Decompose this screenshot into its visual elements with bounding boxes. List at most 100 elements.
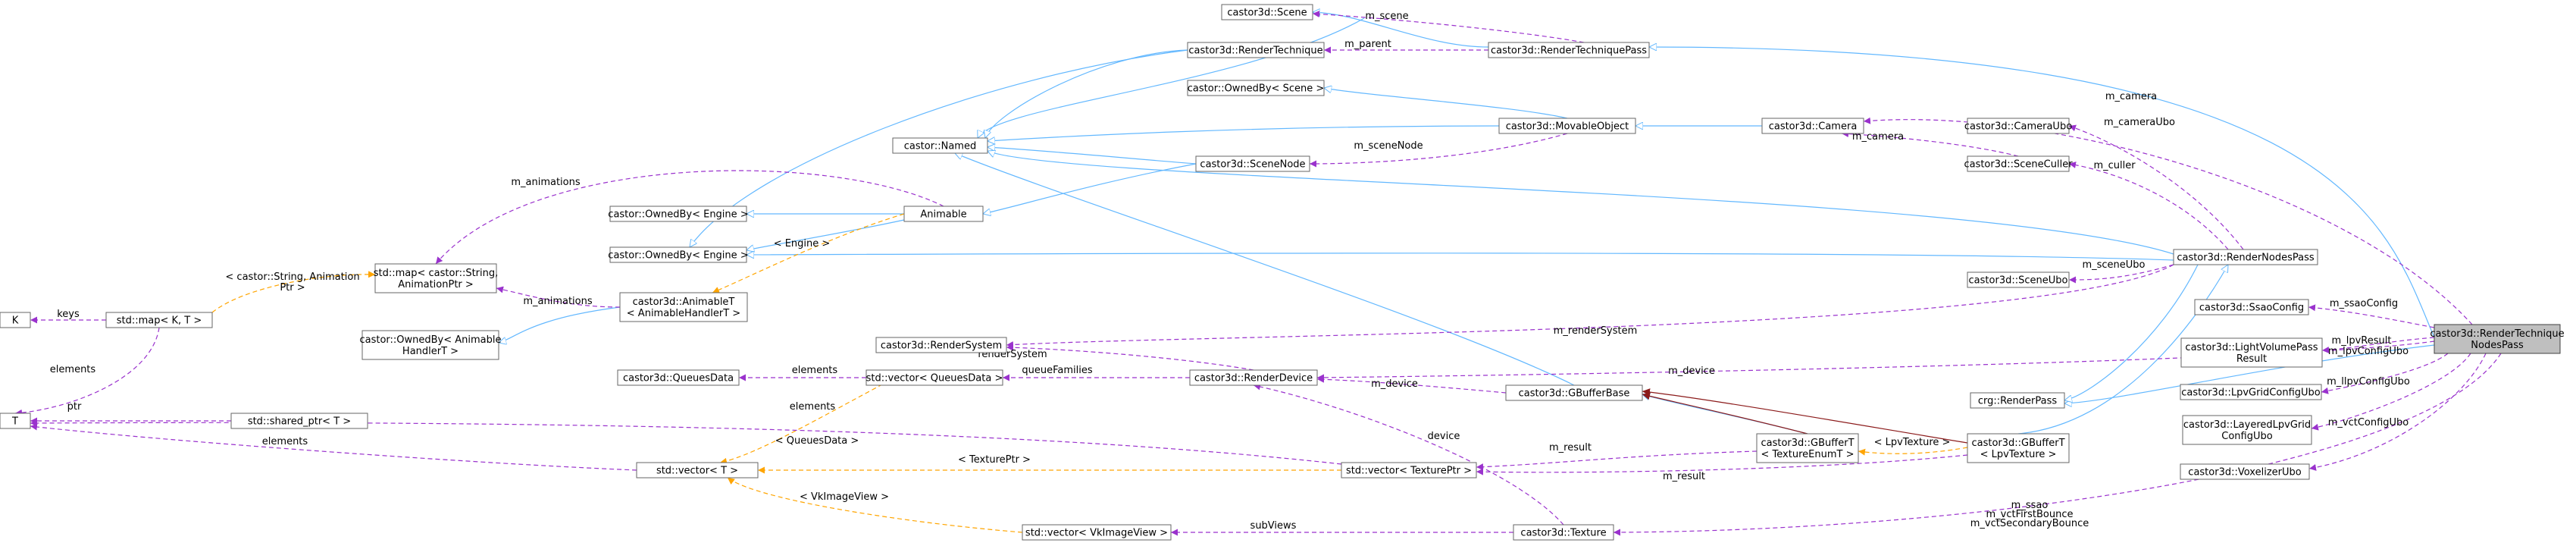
class-node-label: castor::OwnedBy< Scene >	[1188, 83, 1324, 95]
edge-label: keys	[57, 309, 80, 320]
class-node-T[interactable]: T	[0, 413, 31, 429]
inherit-edge-2	[978, 17, 1365, 138]
inherit-edge-7	[1324, 88, 1568, 119]
edge-label: queueFamilies	[1022, 365, 1092, 376]
private-edge-21	[1642, 388, 1968, 444]
class-node-cameraubo[interactable]: castor3d::CameraUbo	[1964, 118, 2072, 134]
class-node-gbuffert_lpv[interactable]: castor3d::GBufferT< LpvTexture >	[1967, 433, 2070, 463]
class-node-label: castor3d::RenderNodesPass	[2177, 253, 2315, 264]
class-node-box	[619, 292, 748, 322]
edge-label: m_sceneNode	[1354, 140, 1423, 152]
edge-label: m_result	[1663, 471, 1705, 482]
usage-edge-48	[1316, 340, 2435, 381]
edge-label: m_llpvConfigUbo	[2327, 376, 2410, 388]
class-node-label: castor::OwnedBy< Engine >	[608, 250, 748, 262]
class-node-box	[1221, 4, 1313, 20]
usage-edge-41	[2308, 304, 2435, 328]
usage-edge-54	[30, 423, 637, 471]
class-node-texture[interactable]: castor3d::Texture	[1513, 524, 1614, 541]
usage-edge-31	[2068, 124, 2244, 250]
usage-edge-58	[1613, 353, 2502, 536]
edge-label: m_renderSystem	[1554, 325, 1638, 337]
class-node-scene[interactable]: castor3d::Scene	[1221, 4, 1313, 20]
usage-edge-35	[435, 170, 944, 265]
class-node-box	[1967, 118, 2070, 134]
class-node-ownedengine2[interactable]: castor::OwnedBy< Engine >	[608, 246, 749, 263]
class-node-scenenode[interactable]: castor3d::SceneNode	[1195, 155, 1310, 172]
class-node-animablet[interactable]: castor3d::AnimableT< AnimableHandlerT >	[619, 292, 748, 322]
edge-label: m_ssaoConfig	[2330, 298, 2398, 309]
class-node-voxelizer[interactable]: castor3d::VoxelizerUbo	[2180, 463, 2310, 480]
class-node-label: < LpvTexture >	[1980, 449, 2057, 460]
inherit-edge-18	[955, 153, 1575, 386]
class-node-vect[interactable]: std::vector< T >	[636, 462, 759, 479]
class-node-vecqd[interactable]: std::vector< QueuesData >	[865, 369, 1003, 386]
class-node-label: castor3d::SceneCuller	[1964, 159, 2073, 171]
inherit-edge-16	[2064, 264, 2199, 400]
class-node-sceneubo[interactable]: castor3d::SceneUbo	[1967, 271, 2070, 288]
class-node-label: NodesPass	[2471, 340, 2524, 351]
class-node-gbuffert_tex[interactable]: castor3d::GBufferT< TextureEnumT >	[1756, 433, 1859, 463]
class-node-vectexptr[interactable]: std::vector< TexturePtr >	[1341, 462, 1477, 479]
class-node-box	[1967, 433, 2070, 463]
class-node-label: std::vector< TexturePtr >	[1346, 466, 1472, 477]
edge-label: elements	[792, 365, 838, 376]
class-node-stdmap_kt[interactable]: std::map< K, T >	[105, 312, 213, 328]
class-node-rendersystem[interactable]: castor3d::RenderSystem	[875, 337, 1007, 353]
edge-label: m_vctSecondaryBounce	[1970, 518, 2089, 529]
class-node-ownedanimhandler[interactable]: castor::OwnedBy< AnimableHandlerT >	[359, 330, 502, 360]
class-node-box	[892, 137, 988, 154]
class-node-box	[903, 206, 984, 222]
class-node-box	[1187, 42, 1325, 58]
class-node-vecvkimg[interactable]: std::vector< VkImageView >	[1022, 524, 1172, 541]
class-node-label: std::map< K, T >	[117, 315, 202, 327]
inherit-edge-5	[988, 147, 1197, 165]
class-node-label: castor3d::LayeredLpvGrid	[2183, 419, 2311, 431]
template-edge-27	[1858, 447, 1968, 456]
class-node-label: castor3d::RenderTechnique	[1188, 46, 1322, 57]
class-node-rt[interactable]: castor3d::RenderTechnique	[1187, 42, 1325, 58]
class-node-box	[230, 413, 368, 429]
class-node-ownedscene[interactable]: castor::OwnedBy< Scene >	[1187, 80, 1325, 96]
class-node-box	[609, 206, 747, 222]
class-node-rnp[interactable]: castor3d::RenderNodesPass	[2173, 249, 2318, 265]
inherit-edge-0	[1649, 47, 2435, 338]
inherit-edge-17	[2017, 265, 2228, 435]
class-node-rtp[interactable]: castor3d::RenderTechniquePass	[1488, 42, 1650, 58]
class-node-sceneculler[interactable]: castor3d::SceneCuller	[1964, 155, 2073, 172]
edge-label: device	[1428, 431, 1460, 442]
class-node-box	[1341, 462, 1477, 479]
class-node-ownedengine1[interactable]: castor::OwnedBy< Engine >	[608, 206, 749, 222]
class-node-label: castor3d::GBufferT	[1971, 438, 2064, 449]
class-node-movable[interactable]: castor3d::MovableObject	[1498, 118, 1636, 134]
class-node-label: castor3d::AnimableT	[633, 297, 735, 308]
class-node-box	[374, 263, 497, 293]
class-node-sharedptr[interactable]: std::shared_ptr< T >	[230, 413, 368, 429]
inherit-edge-4	[988, 125, 1500, 141]
class-node-gbufferbase[interactable]: castor3d::GBufferBase	[1505, 384, 1643, 401]
class-node-label: castor3d::RenderTechnique	[2430, 328, 2564, 340]
class-node-label: castor3d::LightVolumePass	[2185, 342, 2318, 353]
inherit-edge-1	[1313, 12, 1489, 48]
class-node-crgrp[interactable]: crg::RenderPass	[1970, 392, 2065, 409]
edge-label: elements	[790, 401, 836, 413]
class-node-label: castor3d::RenderDevice	[1194, 373, 1313, 384]
edge-label: < VkImageView >	[800, 491, 889, 503]
class-node-box	[865, 369, 1003, 386]
class-node-camera[interactable]: castor3d::Camera	[1761, 118, 1864, 134]
class-node-ssaoconfig[interactable]: castor3d::SsaoConfig	[2194, 299, 2309, 315]
class-node-lpvgrid[interactable]: castor3d::LpvGridConfigUbo	[2180, 384, 2322, 400]
class-node-K[interactable]: K	[0, 312, 31, 328]
inherit-edge-14	[499, 306, 621, 343]
class-node-queuesdata[interactable]: castor3d::QueuesData	[617, 369, 740, 386]
class-node-box	[1498, 118, 1636, 134]
class-node-named[interactable]: castor::Named	[892, 137, 988, 154]
class-node-animable[interactable]: Animable	[903, 206, 984, 222]
usage-edge-49	[1316, 375, 1507, 394]
edge-label: elements	[262, 436, 308, 447]
class-node-stdmap_anim[interactable]: std::map< castor::String,AnimationPtr >	[374, 263, 499, 293]
class-node-renderdevice[interactable]: castor3d::RenderDevice	[1189, 369, 1318, 386]
